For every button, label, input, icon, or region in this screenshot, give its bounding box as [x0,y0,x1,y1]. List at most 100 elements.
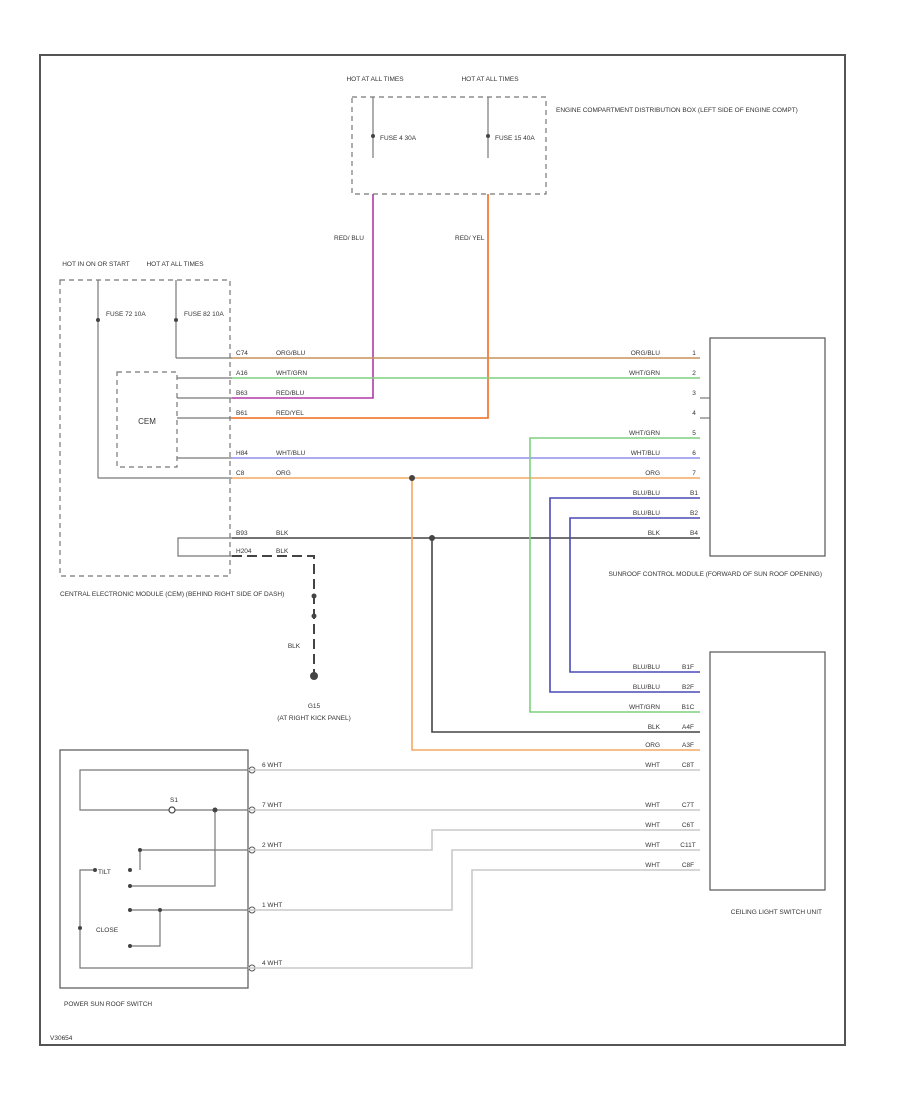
sunroof-pin-6: 6 [692,450,696,457]
ceiling-wire-label: WHT [645,822,660,829]
ceiling-wire-label: ORG [645,742,660,749]
sunroof-wire-label: BLK [648,530,661,537]
engine-compartment-distribution-box: HOT AT ALL TIMES HOT AT ALL TIMES FUSE 4… [346,76,798,195]
sunroof-control-module [709,337,826,557]
switch-contact-label: S1 [170,797,178,804]
fuse-15-label: FUSE 15 40A [495,135,535,142]
switch-position-tilt: TILT [98,869,111,876]
switch-terminal-label: 4 WHT [262,960,282,967]
cem-wire-label: BLK [276,548,289,555]
ceiling-pin-a3f: A3F [682,742,694,749]
sunroof-pin-b1: B1 [690,490,698,497]
sunroof-wire-label: WHT/GRN [629,430,660,437]
ceiling-pin-c8f: C8F [682,862,694,869]
cem-pin-c74: C74 [236,350,248,357]
ceiling-pin-a4f: A4F [682,724,694,731]
ground-g15: BLK G15 (AT RIGHT KICK PANEL) [232,555,351,722]
sunroof-wire-label: ORG [645,470,660,477]
switch-position-close: CLOSE [96,927,119,934]
sunroof-wire-label: WHT/GRN [629,370,660,377]
sunroof-pin-4: 4 [692,410,696,417]
hot-at-all-times-label-a: HOT AT ALL TIMES [346,76,404,83]
switch-connector: 6 WHT 7 WHT 2 WHT 1 WHT 4 WHT [248,762,282,972]
ceiling-wire-label: BLU/BLU [633,664,660,671]
cem-wire-label: WHT/GRN [276,370,307,377]
cem-wire-label: WHT/BLU [276,450,306,457]
wire-wht-5 [248,869,700,969]
sunroof-pin-5: 5 [692,430,696,437]
fuse-4-label: FUSE 4 30A [380,135,417,142]
cem-pin-a16: A16 [236,370,248,377]
sunroof-pin-7: 7 [692,470,696,477]
cem-wire-label: ORG/BLU [276,350,306,357]
ceiling-pin-b1f: B1F [682,664,694,671]
ceiling-light-label: CEILING LIGHT SWITCH UNIT [731,909,822,916]
cem-pin-h84: H84 [236,450,248,457]
wire-org-branch [411,478,700,751]
sunroof-pin-b2: B2 [690,510,698,517]
diagram-frame [39,54,846,1046]
ceiling-pin-c7t: C7T [682,802,694,809]
wire-label-red-blu: RED/ BLU [334,235,364,242]
ground-name: G15 [308,703,321,710]
ceiling-light-switch-unit [709,651,826,891]
sunroof-wire-label: BLU/BLU [633,510,660,517]
wire-blu-blu-link-b1 [549,497,700,693]
sunroof-module-label: SUNROOF CONTROL MODULE (FORWARD OF SUN R… [608,571,822,578]
switch-terminal-label: 2 WHT [262,842,282,849]
ceiling-pin-c6t: C6T [682,822,694,829]
ceiling-wire-label: BLU/BLU [633,684,660,691]
ceiling-wire-label: WHT [645,862,660,869]
ceiling-wire-label: WHT [645,842,660,849]
ceiling-pin-c8t: C8T [682,762,694,769]
ceiling-pin-b1c: B1C [682,704,695,711]
fuse-82-label: FUSE 82 10A [184,311,224,318]
hot-in-on-label: HOT IN ON OR START [62,261,130,268]
diagram-id: V30654 [50,1035,73,1042]
ceiling-wire-label: BLK [648,724,661,731]
switch-label: POWER SUN ROOF SWITCH [64,1001,152,1008]
cem-wire-label: ORG [276,470,291,477]
ceiling-wire-label: WHT/GRN [629,704,660,711]
sunroof-pin-1: 1 [692,350,696,357]
ceiling-pin-b2f: B2F [682,684,694,691]
ceiling-unit-connector: BLU/BLU B1F BLU/BLU B2F WHT/GRN B1C BLK A4F ORG A… [629,664,696,869]
switch-terminal-label: 7 WHT [262,802,282,809]
wire-blu-blu-link-b2 [569,517,700,673]
cem-wire-label: BLK [276,530,289,537]
sunroof-pin-b4: B4 [690,530,698,537]
cem-wire-label: RED/YEL [276,410,304,417]
cem-inner-label: CEM [138,417,156,426]
wire-red-blu-feed [232,194,374,399]
wire-wht-grn-link [529,437,700,713]
ceiling-pin-c11t: C11T [680,842,695,849]
cem-wire-label: RED/BLU [276,390,304,397]
sunroof-wire-label: ORG/BLU [631,350,661,357]
fuse-72-label: FUSE 72 10A [106,311,146,318]
distribution-box-label: ENGINE COMPARTMENT DISTRIBUTION BOX (LEF… [556,107,798,114]
wire-label-red-yel: RED/ YEL [455,235,485,242]
wire-red-yel-feed [232,194,489,419]
hot-at-all-times-cem-label: HOT AT ALL TIMES [146,261,204,268]
cem-pin-c8: C8 [236,470,245,477]
sunroof-wire-label: BLU/BLU [633,490,660,497]
ceiling-wire-label: WHT [645,802,660,809]
wire-wht-3 [248,829,700,851]
switch-terminal-label: 6 WHT [262,762,282,769]
sunroof-pin-2: 2 [692,370,696,377]
cem-pin-b93: B93 [236,530,248,537]
cem-pin-b63: B63 [236,390,248,397]
central-electronic-module: CEM HOT IN ON OR START HOT AT ALL TIMES … [59,261,307,598]
wire-blk-branch [431,538,700,733]
cem-location-label: CENTRAL ELECTRONIC MODULE (CEM) (BEHIND … [60,591,284,598]
power-sun-roof-switch: S1 TILT CLOSE POWER SUN ROOF SWITCH 6 WH… [59,749,282,1008]
sunroof-wire-label: WHT/BLU [631,450,661,457]
wire-wht-4 [248,849,700,911]
sunroof-pin-3: 3 [692,390,696,397]
ground-location: (AT RIGHT KICK PANEL) [277,715,351,722]
switch-terminal-label: 1 WHT [262,902,282,909]
hot-at-all-times-label-b: HOT AT ALL TIMES [461,76,519,83]
cem-pin-h204: H204 [236,548,252,555]
